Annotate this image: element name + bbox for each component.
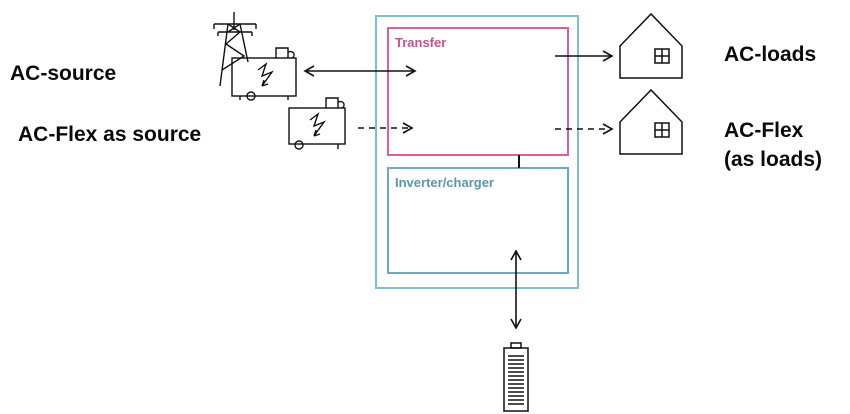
ac-flex-loads-label-line1: AC-Flex xyxy=(724,119,804,142)
ac-flex-source-label: AC-Flex as source xyxy=(18,123,202,146)
battery-icon xyxy=(503,342,529,412)
transfer-box xyxy=(387,27,569,156)
house-loads-icon xyxy=(619,12,683,79)
transfer-box-title: Transfer xyxy=(395,35,447,50)
inverter-charger-box xyxy=(387,167,569,274)
device-outer-frame xyxy=(375,15,579,289)
power-pylon-and-generator-icon xyxy=(213,12,297,101)
ac-flex-loads-label-line2: (as loads) xyxy=(724,148,823,171)
ac-source-label: AC-source xyxy=(10,62,117,85)
generator-icon xyxy=(288,97,346,150)
inverter-box-title: Inverter/charger xyxy=(395,175,494,190)
house-flex-icon xyxy=(619,88,683,155)
ac-loads-label: AC-loads xyxy=(724,43,817,66)
